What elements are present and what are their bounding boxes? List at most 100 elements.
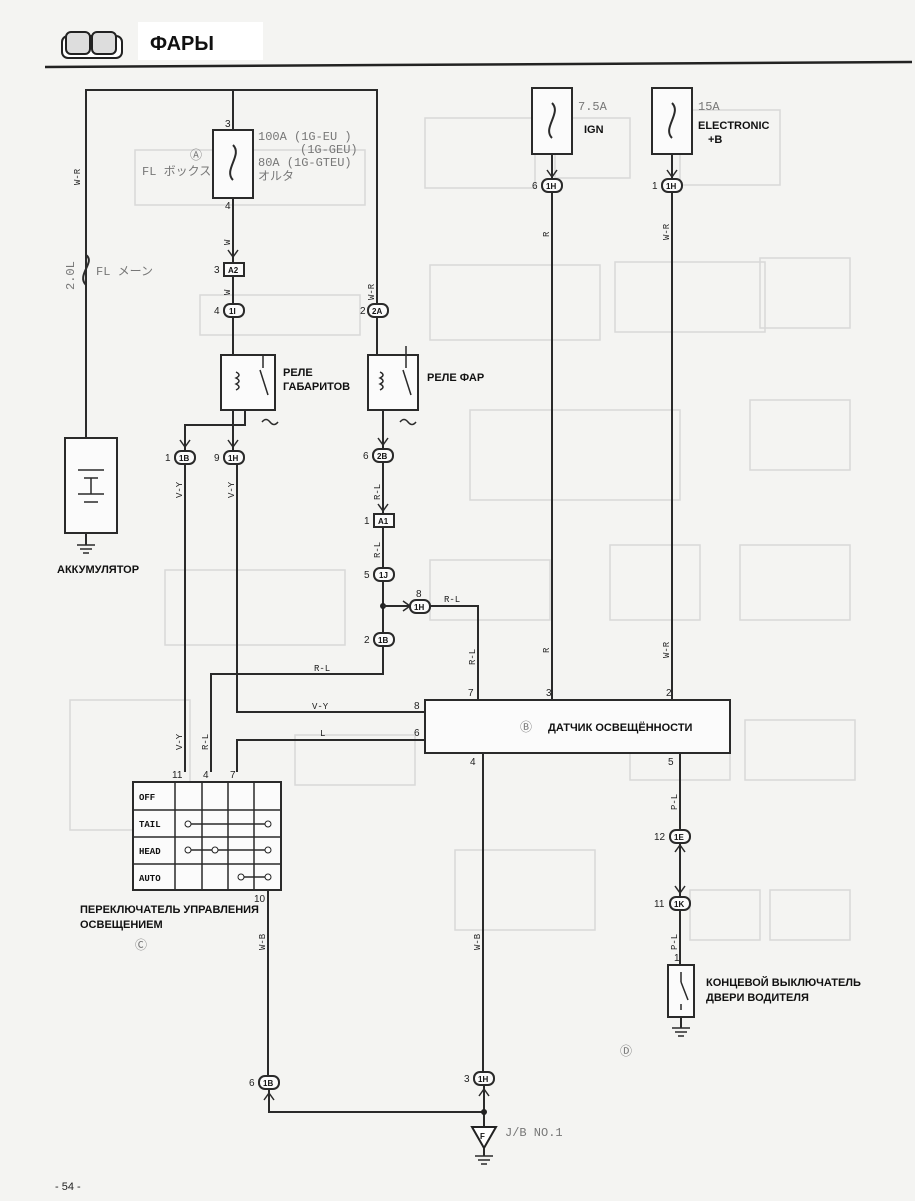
jb-ground-letter: F xyxy=(480,1132,485,1141)
headlamp-icon xyxy=(61,31,123,59)
connector-code: 1H xyxy=(228,454,238,463)
connector-code: 1H xyxy=(414,603,424,612)
light-switch-label: ПЕРЕКЛЮЧАТЕЛЬ УПРАВЛЕНИЯ xyxy=(80,904,259,916)
door-switch xyxy=(667,964,695,1018)
connector-code: 1K xyxy=(674,900,684,909)
door-switch-label: КОНЦЕВОЙ ВЫКЛЮЧАТЕЛЬ xyxy=(706,976,861,989)
pin-label: 3 xyxy=(214,265,220,276)
electronic-fuse-rating: 15A xyxy=(698,100,720,114)
pin-label: 2 xyxy=(364,635,370,646)
wire-label: W-R xyxy=(662,641,672,658)
wire-label: V-Y xyxy=(312,702,329,712)
wire-label: V-Y xyxy=(175,733,185,750)
connector-code: A2 xyxy=(228,266,239,275)
pin-label: 1 xyxy=(364,516,370,527)
pin-label: 1 xyxy=(652,181,658,192)
pin-label: 6 xyxy=(414,728,420,739)
wire-label: R-L xyxy=(314,664,330,674)
fl-box-marker: Ⓐ xyxy=(190,148,202,163)
connector-code: 1B xyxy=(179,454,189,463)
pin-label: 1 xyxy=(165,453,171,464)
wire-label: R xyxy=(542,231,552,237)
wire-label: R xyxy=(542,647,552,653)
pin-label: 2 xyxy=(360,306,366,317)
battery xyxy=(64,437,118,534)
connector-code: 1H xyxy=(666,182,676,191)
pin-label: 2 xyxy=(666,688,672,699)
fl-box-rating: 80A (1G-GTEU) xyxy=(258,156,352,170)
connector-code: 1E xyxy=(674,833,684,842)
pin-label: 11 xyxy=(654,899,665,910)
pin-label: 6 xyxy=(363,451,369,462)
door-switch-marker: Ⓓ xyxy=(620,1044,632,1059)
jb-label: J/B NO.1 xyxy=(505,1126,563,1140)
light-sensor xyxy=(424,699,731,754)
pin-label: 4 xyxy=(203,770,209,781)
pin-label: 6 xyxy=(249,1078,255,1089)
ground-icon xyxy=(672,1027,690,1037)
fl-main-label: FL メーン xyxy=(96,265,153,279)
pin-label: 6 xyxy=(532,181,538,192)
battery-label: АККУМУЛЯТОР xyxy=(57,564,139,576)
pin-label: 12 xyxy=(654,832,666,843)
wire-label: P-L xyxy=(670,934,680,950)
connector-1h-a xyxy=(223,450,245,465)
pin-label: 3 xyxy=(546,688,552,699)
electronic-fuse-label: +B xyxy=(708,134,722,146)
head-relay xyxy=(367,346,419,411)
wire-label: W-B xyxy=(258,933,268,950)
connector-code: A1 xyxy=(378,517,389,526)
pin-label: 4 xyxy=(214,306,220,317)
wire-label: W-R xyxy=(367,283,377,300)
header-rule xyxy=(44,60,913,69)
door-switch-label: ДВЕРИ ВОДИТЕЛЯ xyxy=(706,992,809,1004)
light-sensor-label: ДАТЧИК ОСВЕЩЁННОСТИ xyxy=(548,721,693,734)
light-sensor-marker: Ⓑ xyxy=(520,720,532,735)
engine-variant-label: 2.0L xyxy=(64,261,78,290)
connector-code: 2A xyxy=(372,307,382,316)
pin-label: 8 xyxy=(414,701,420,712)
light-switch-marker: Ⓒ xyxy=(135,938,147,953)
wire-label: W-R xyxy=(662,223,672,240)
jb-ground-icon xyxy=(470,1126,498,1165)
wire-label: V-Y xyxy=(227,481,237,498)
connector-code: 1H xyxy=(546,182,556,191)
switch-position-label: AUTO xyxy=(139,874,161,884)
wire-label: L xyxy=(320,729,325,739)
switch-position-label: HEAD xyxy=(139,847,161,857)
ign-fuse xyxy=(531,87,573,155)
light-control-switch xyxy=(132,781,282,891)
connector-code: 2B xyxy=(377,452,387,461)
wire-label: R-L xyxy=(201,734,211,750)
head-relay-label: РЕЛЕ ФАР xyxy=(427,372,484,384)
wire-label: W xyxy=(223,289,233,295)
wire-label: P-L xyxy=(670,794,680,810)
page-title: ФАРЫ xyxy=(150,33,214,55)
wire-label: W-B xyxy=(473,933,483,950)
wire-label: R-L xyxy=(373,484,383,500)
tail-relay xyxy=(220,354,276,411)
connector-code: 1I xyxy=(229,307,236,316)
wire-label: R-L xyxy=(444,595,460,605)
fusible-link-main xyxy=(82,254,90,286)
ign-fuse-rating: 7.5A xyxy=(578,100,608,114)
pin-label: 10 xyxy=(254,894,266,905)
wire-label: R-L xyxy=(373,542,383,558)
electronic-fuse-label: ELECTRONIC xyxy=(698,120,770,132)
connector-code: 1J xyxy=(379,571,388,580)
wire-label: W xyxy=(223,239,233,245)
wire-label: R-L xyxy=(468,649,478,665)
tail-relay-label: ГАБАРИТОВ xyxy=(283,381,350,393)
pin-label: 8 xyxy=(416,589,422,600)
pin-label: 9 xyxy=(214,453,220,464)
pin-label: 4 xyxy=(470,757,476,768)
pin-label: 4 xyxy=(225,201,231,212)
pin-label: 1 xyxy=(674,953,680,964)
ign-fuse-label: IGN xyxy=(584,124,604,136)
fl-box-rating: (1G-GEU) xyxy=(300,143,358,157)
pin-label: 11 xyxy=(172,770,183,781)
fl-box-name: FL ボックス xyxy=(142,164,211,179)
light-switch-label: ОСВЕЩЕНИЕМ xyxy=(80,919,163,931)
fl-box-rating: 100A (1G-EU ) xyxy=(258,130,352,144)
